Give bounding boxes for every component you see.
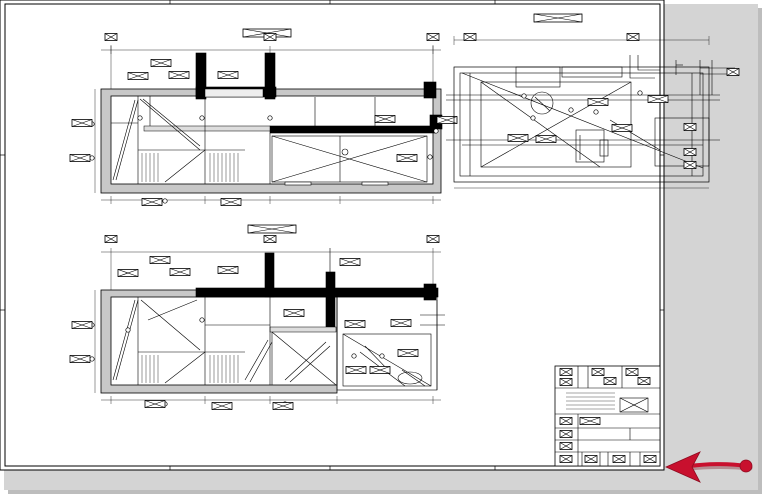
upper-floor-plan: [89, 45, 443, 205]
sheet-border: [4, 3, 661, 467]
lower-floor-plan: [89, 248, 445, 409]
pointer-arrow-icon: [665, 451, 753, 483]
border-ticks: [0, 0, 664, 470]
